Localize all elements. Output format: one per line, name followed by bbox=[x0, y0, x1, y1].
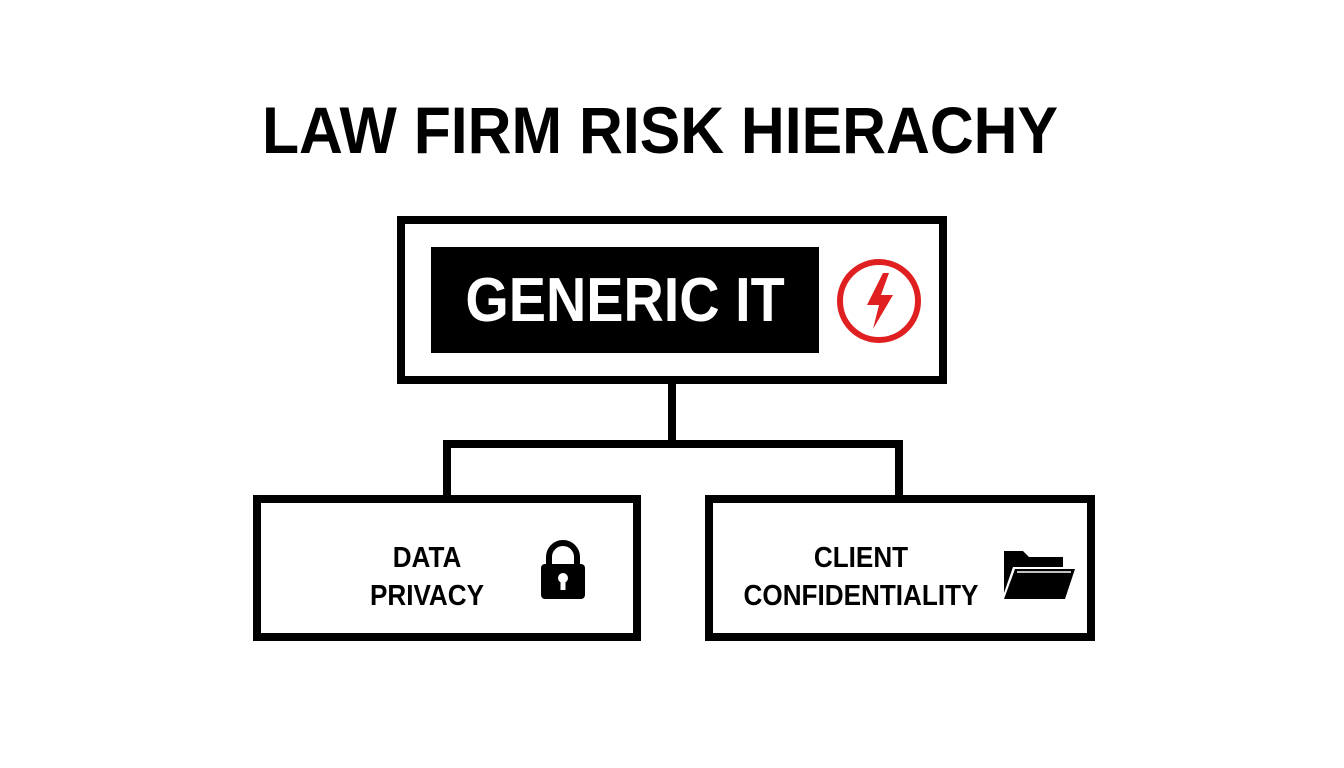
node-label-line: CLIENT bbox=[813, 542, 909, 574]
connector-vertical-root bbox=[668, 384, 676, 444]
node-label-line: PRIVACY bbox=[369, 580, 485, 612]
padlock-icon bbox=[541, 540, 585, 599]
diagram-title: LAW FIRM RISK HIERACHY bbox=[261, 93, 1059, 167]
node-label-banner: GENERIC IT bbox=[431, 247, 819, 353]
node-label-generic-it: GENERIC IT bbox=[465, 265, 785, 335]
node-label-client-confidentiality: CLIENT CONFIDENTIALITY bbox=[735, 539, 987, 615]
node-label-line: DATA bbox=[392, 542, 462, 574]
lightning-warning-icon bbox=[837, 259, 921, 343]
node-label-line: CONFIDENTIALITY bbox=[743, 580, 979, 612]
node-label-data-privacy: DATA PRIVACY bbox=[355, 539, 499, 615]
connector-horizontal bbox=[443, 440, 903, 448]
folder-icon bbox=[1004, 551, 1075, 599]
node-generic-it: GENERIC IT bbox=[397, 216, 947, 384]
connector-vertical-left bbox=[443, 440, 451, 499]
node-data-privacy: DATA PRIVACY bbox=[253, 495, 641, 641]
connector-vertical-right bbox=[895, 440, 903, 499]
node-client-confidentiality: CLIENT CONFIDENTIALITY bbox=[705, 495, 1095, 641]
